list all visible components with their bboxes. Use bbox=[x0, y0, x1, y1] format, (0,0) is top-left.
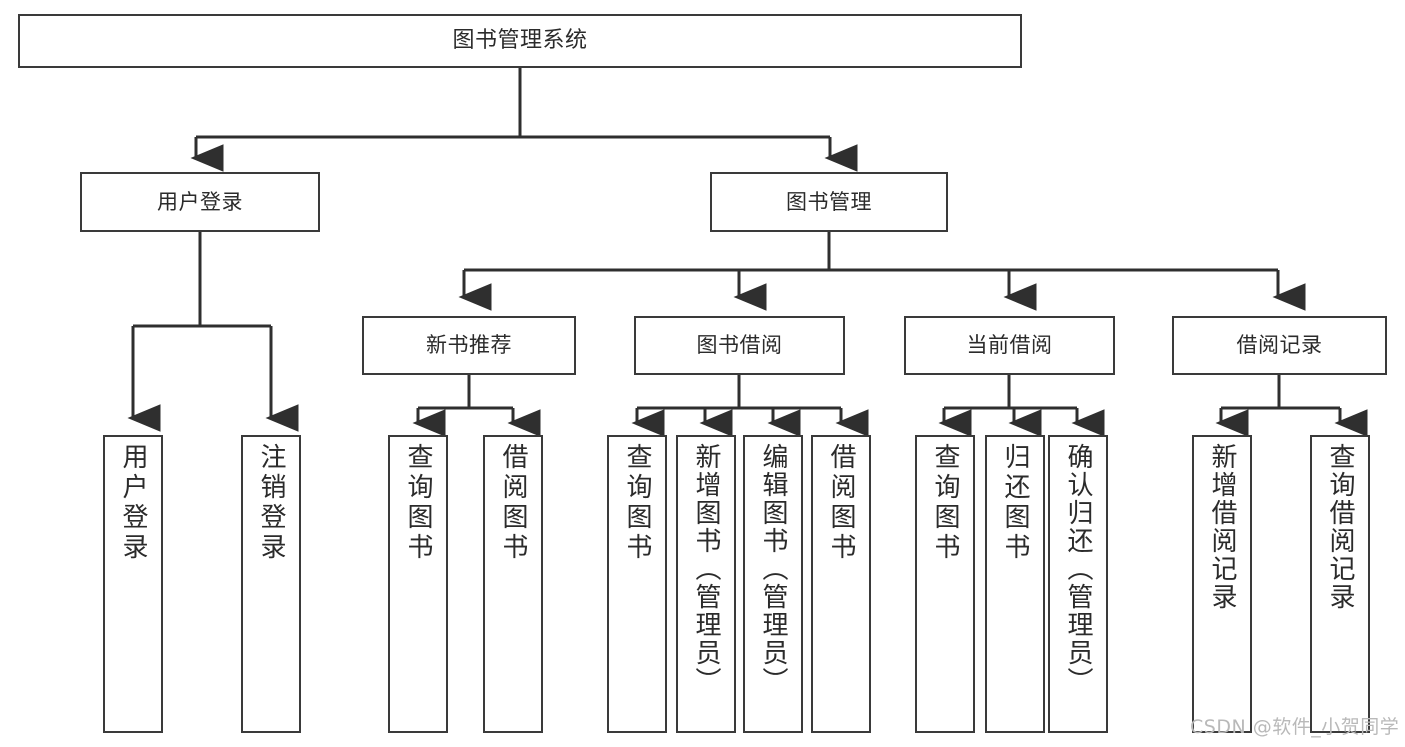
node-label: 查询图书 bbox=[403, 443, 433, 563]
node-label: 用户登录 bbox=[118, 443, 148, 563]
node-label: 图书借阅 bbox=[696, 333, 783, 358]
node-label: 编辑图书（管理员） bbox=[758, 443, 788, 695]
node-label: 借阅图书 bbox=[498, 443, 528, 563]
node-label: 归还图书 bbox=[1000, 443, 1030, 563]
node-label: 用户登录 bbox=[157, 189, 243, 214]
leaf-new-book-borrow[interactable]: 借阅图书 bbox=[483, 435, 543, 733]
node-book-borrow[interactable]: 图书借阅 bbox=[634, 316, 845, 375]
node-user-login[interactable]: 用户登录 bbox=[80, 172, 320, 232]
csdn-watermark: CSDN @软件_小贺同学 bbox=[1190, 716, 1400, 738]
node-label: 新书推荐 bbox=[426, 333, 512, 358]
node-label: 借阅记录 bbox=[1236, 333, 1323, 358]
node-current-borrow[interactable]: 当前借阅 bbox=[904, 316, 1115, 375]
node-label: 图书管理系统 bbox=[452, 28, 588, 54]
node-borrow-record[interactable]: 借阅记录 bbox=[1172, 316, 1387, 375]
leaf-record-add[interactable]: 新增借阅记录 bbox=[1192, 435, 1252, 733]
node-label: 注销登录 bbox=[256, 443, 286, 563]
node-label: 查询图书 bbox=[930, 443, 960, 563]
node-label: 新增借阅记录 bbox=[1207, 443, 1237, 611]
node-label: 当前借阅 bbox=[966, 333, 1053, 358]
leaf-borrow-add-book[interactable]: 新增图书（管理员） bbox=[676, 435, 736, 733]
node-label: 图书管理 bbox=[786, 189, 872, 214]
leaf-new-book-query[interactable]: 查询图书 bbox=[388, 435, 448, 733]
leaf-current-query-book[interactable]: 查询图书 bbox=[915, 435, 975, 733]
leaf-borrow-edit-book[interactable]: 编辑图书（管理员） bbox=[743, 435, 803, 733]
leaf-borrow-book[interactable]: 借阅图书 bbox=[811, 435, 871, 733]
leaf-current-confirm-return[interactable]: 确认归还（管理员） bbox=[1048, 435, 1108, 733]
node-new-book-recommend[interactable]: 新书推荐 bbox=[362, 316, 576, 375]
node-label: 查询图书 bbox=[622, 443, 652, 563]
node-label: 确认归还（管理员） bbox=[1063, 443, 1093, 695]
leaf-record-query[interactable]: 查询借阅记录 bbox=[1310, 435, 1370, 733]
node-label: 借阅图书 bbox=[826, 443, 856, 563]
leaf-current-return-book[interactable]: 归还图书 bbox=[985, 435, 1045, 733]
leaf-borrow-query-book[interactable]: 查询图书 bbox=[607, 435, 667, 733]
node-root-system[interactable]: 图书管理系统 bbox=[18, 14, 1022, 68]
leaf-logout[interactable]: 注销登录 bbox=[241, 435, 301, 733]
leaf-user-login[interactable]: 用户登录 bbox=[103, 435, 163, 733]
node-label: 查询借阅记录 bbox=[1325, 443, 1355, 611]
node-book-management[interactable]: 图书管理 bbox=[710, 172, 948, 232]
node-label: 新增图书（管理员） bbox=[691, 443, 721, 695]
